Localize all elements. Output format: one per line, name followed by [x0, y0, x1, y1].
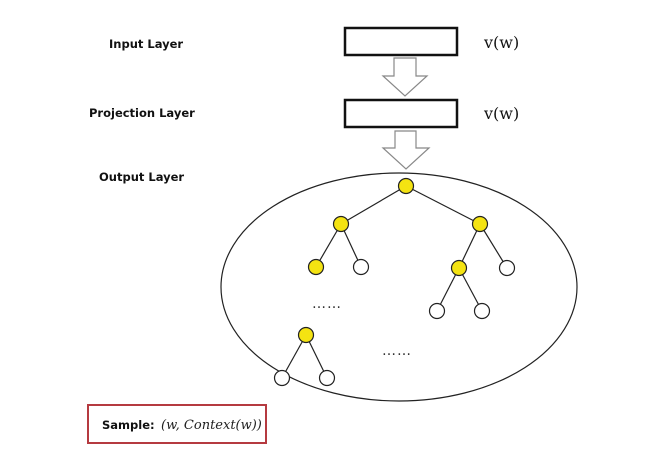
sample-formula: (w, Context(w)) — [161, 418, 262, 433]
tree-ellipsis-right: …… — [382, 343, 412, 359]
tree-edge — [479, 223, 508, 269]
tree-edge — [281, 334, 307, 379]
tree-internal-node — [297, 326, 315, 344]
input-layer-label: Input Layer — [109, 37, 183, 51]
tree-root-node — [397, 177, 415, 195]
tree-internal-node — [307, 258, 325, 276]
down-arrow-icon — [381, 130, 431, 170]
tree-edge — [458, 267, 483, 312]
tree-leaf-node — [318, 369, 336, 387]
tree-internal-node — [450, 259, 468, 277]
tree-leaf-node — [498, 259, 516, 277]
projection-layer-box — [343, 98, 459, 129]
input-layer-box — [343, 26, 459, 57]
tree-leaf-node — [352, 258, 370, 276]
tree-leaf-node — [428, 302, 446, 320]
input-vector-label: v(w) — [483, 33, 519, 52]
tree-leaf-node — [473, 302, 491, 320]
tree-edge — [405, 185, 481, 225]
output-layer-ellipse — [220, 172, 578, 402]
tree-ellipsis-left: …… — [312, 296, 342, 312]
tree-leaf-node — [273, 369, 291, 387]
tree-internal-node — [332, 215, 350, 233]
leaf-nodes — [273, 258, 516, 387]
output-layer-label: Output Layer — [99, 170, 184, 184]
down-arrow-icon — [381, 57, 429, 97]
tree-edge — [315, 223, 342, 268]
tree-edge — [340, 185, 407, 225]
sample-label: Sample: — [102, 418, 155, 432]
projection-vector-label: v(w) — [483, 104, 519, 123]
tree-internal-node — [471, 215, 489, 233]
tree-edge — [458, 223, 481, 269]
sample-box — [87, 404, 267, 444]
projection-layer-label: Projection Layer — [89, 106, 195, 120]
internal-nodes — [297, 177, 489, 344]
